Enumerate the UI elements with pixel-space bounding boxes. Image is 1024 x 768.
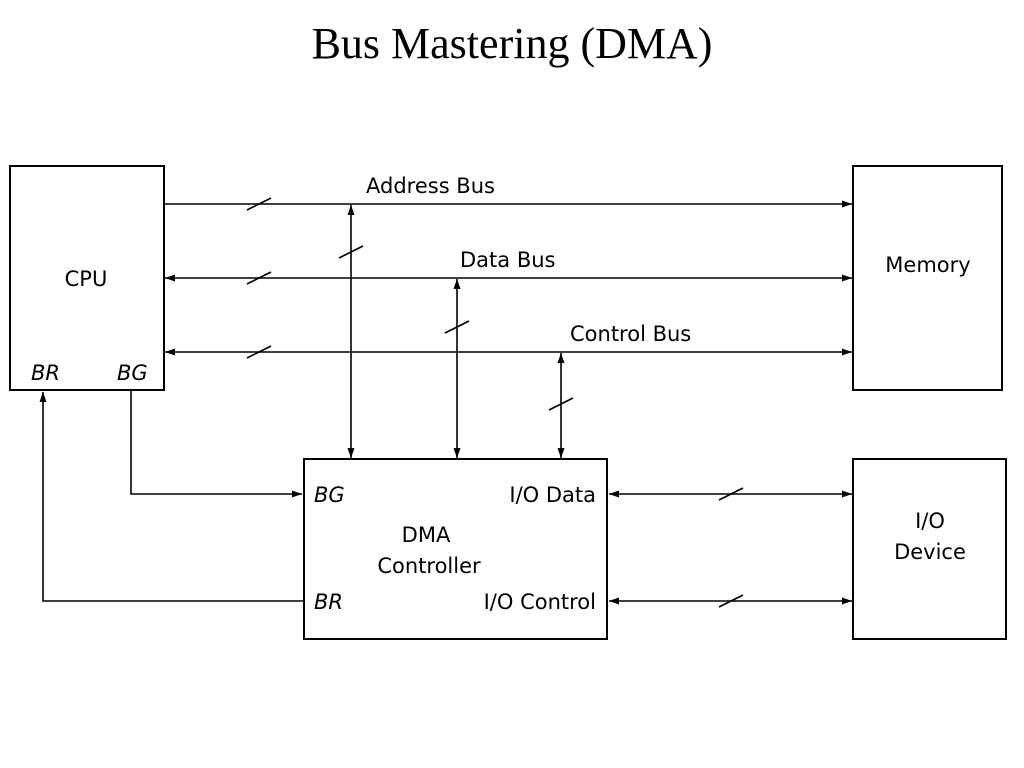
bus-request-line — [39, 392, 304, 602]
dma-bg-label: BG — [314, 483, 345, 507]
memory-label: Memory — [885, 253, 970, 277]
dma-io-data-label: I/O Data — [509, 483, 596, 507]
dma-control-link — [548, 353, 574, 458]
dma-data-link — [444, 279, 470, 458]
cpu-br-label: BR — [31, 361, 60, 385]
data-bus-label: Data Bus — [460, 248, 555, 272]
address-bus-label: Address Bus — [366, 174, 495, 198]
dma-io-control-label: I/O Control — [484, 590, 596, 614]
dma-br-label: BR — [314, 590, 343, 614]
dma-controller-box: DMA Controller BG BR I/O Data I/O Contro… — [303, 458, 608, 640]
io-data-link — [609, 487, 852, 501]
control-bus-label: Control Bus — [570, 322, 691, 346]
io-device-label-line2: Device — [894, 540, 966, 564]
page-title: Bus Mastering (DMA) — [311, 19, 713, 68]
io-device-box: I/O Device — [852, 458, 1007, 640]
bus-grant-line — [130, 390, 302, 498]
io-device-label-line1: I/O — [915, 509, 945, 533]
dma-label-line2: Controller — [377, 554, 481, 578]
dma-label-line1: DMA — [402, 523, 451, 547]
control-bus: Control Bus — [165, 322, 852, 359]
cpu-label: CPU — [65, 267, 108, 291]
cpu-box: CPU BR BG — [9, 165, 165, 391]
dma-address-link — [338, 205, 364, 458]
data-bus: Data Bus — [165, 248, 852, 285]
cpu-bg-label: BG — [117, 361, 148, 385]
memory-box: Memory — [852, 165, 1003, 391]
io-control-link — [609, 594, 852, 608]
address-bus: Address Bus — [164, 174, 852, 211]
